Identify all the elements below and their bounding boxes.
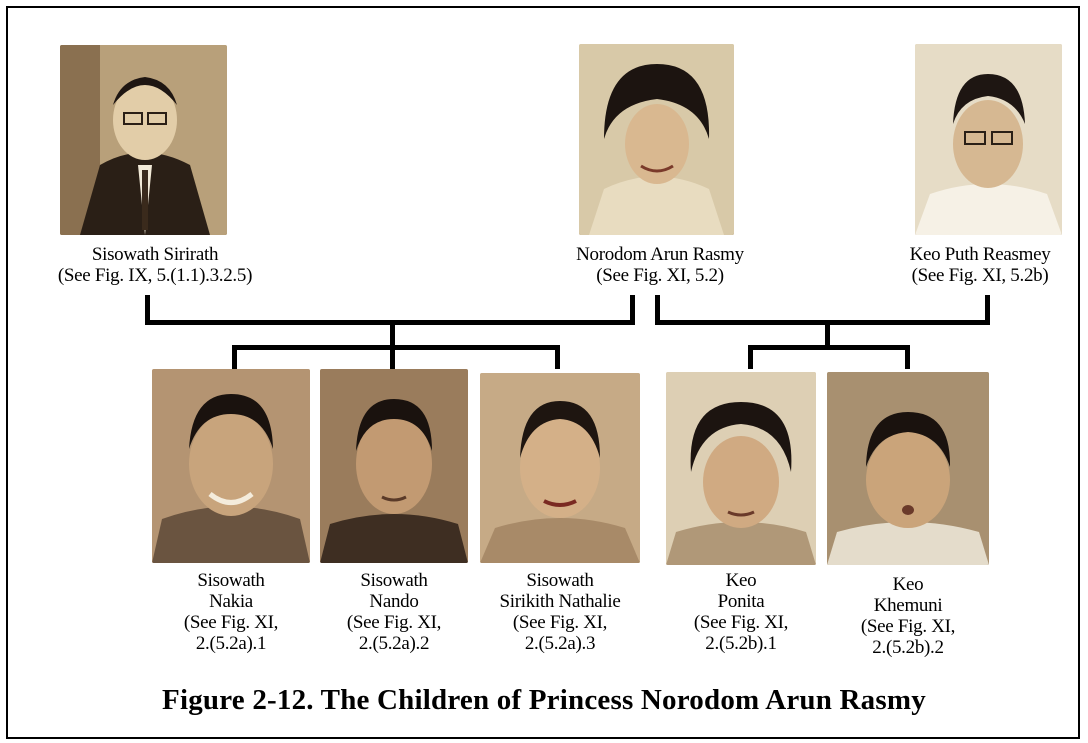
child-ref: (See Fig. XI, xyxy=(183,612,279,633)
child-family-name: Keo xyxy=(892,574,924,595)
child-ref: (See Fig. XI, xyxy=(860,616,956,637)
parent-caption-sisowath-sirirath: Sisowath Sirirath (See Fig. IX, 5.(1.1).… xyxy=(20,244,290,286)
child-family-name: Sisowath xyxy=(360,570,428,591)
parent-name: Keo Puth Reasmey xyxy=(909,244,1051,265)
child-ref-code: 2.(5.2b).2 xyxy=(872,637,944,658)
child-given-name: Ponita xyxy=(717,591,765,612)
child-ref: (See Fig. XI, xyxy=(693,612,789,633)
child-ref: (See Fig. XI, xyxy=(512,612,608,633)
connector-line xyxy=(825,320,830,348)
connector-line xyxy=(390,345,395,369)
connector-line xyxy=(145,295,150,324)
child-given-name: Nakia xyxy=(209,591,253,612)
parent-ref: (See Fig. XI, 5.2) xyxy=(596,265,724,286)
parent-caption-norodom-arun-rasmy: Norodom Arun Rasmy (See Fig. XI, 5.2) xyxy=(545,244,775,286)
photo-keo-khemuni xyxy=(827,372,989,565)
child-given-name: Nando xyxy=(369,591,419,612)
child-given-name: Khemuni xyxy=(873,595,943,616)
child-caption-sisowath-sirikith-nathalie: Sisowath Sirikith Nathalie (See Fig. XI,… xyxy=(472,570,648,654)
child-caption-keo-khemuni: Keo Khemuni (See Fig. XI, 2.(5.2b).2 xyxy=(826,574,990,658)
child-ref-code: 2.(5.2a).2 xyxy=(358,633,430,654)
photo-sisowath-nakia xyxy=(152,369,310,563)
parent-name: Norodom Arun Rasmy xyxy=(576,244,744,265)
photo-sisowath-nando xyxy=(320,369,468,563)
connector-line xyxy=(985,295,990,324)
connector-line xyxy=(655,320,990,325)
connector-line xyxy=(555,345,560,369)
photo-keo-puth-reasmey xyxy=(915,44,1062,235)
child-ref: (See Fig. XI, xyxy=(346,612,442,633)
figure-frame xyxy=(6,6,1080,739)
connector-line xyxy=(390,320,395,348)
connector-line xyxy=(655,295,660,324)
parent-ref: (See Fig. IX, 5.(1.1).3.2.5) xyxy=(57,265,253,286)
parent-caption-keo-puth-reasmey: Keo Puth Reasmey (See Fig. XI, 5.2b) xyxy=(875,244,1085,286)
connector-line xyxy=(232,345,237,369)
photo-norodom-arun-rasmy xyxy=(579,44,734,235)
child-caption-sisowath-nando: Sisowath Nando (See Fig. XI, 2.(5.2a).2 xyxy=(314,570,474,654)
connector-line xyxy=(748,345,910,350)
photo-sisowath-sirirath xyxy=(60,45,227,235)
connector-line xyxy=(748,345,753,369)
child-ref-code: 2.(5.2b).1 xyxy=(705,633,777,654)
child-given-name: Sirikith Nathalie xyxy=(499,591,621,612)
figure-title: Figure 2-12. The Children of Princess No… xyxy=(162,684,926,716)
connector-line xyxy=(630,295,635,324)
photo-keo-ponita xyxy=(666,372,816,565)
parent-ref: (See Fig. XI, 5.2b) xyxy=(911,265,1049,286)
child-caption-keo-ponita: Keo Ponita (See Fig. XI, 2.(5.2b).1 xyxy=(661,570,821,654)
parent-name: Sisowath Sirirath xyxy=(91,244,219,265)
connector-line xyxy=(232,345,560,350)
child-ref-code: 2.(5.2a).1 xyxy=(195,633,267,654)
child-family-name: Sisowath xyxy=(526,570,594,591)
child-family-name: Keo xyxy=(725,570,757,591)
connector-line xyxy=(905,345,910,369)
child-ref-code: 2.(5.2a).3 xyxy=(524,633,596,654)
photo-sisowath-sirikith-nathalie xyxy=(480,373,640,563)
child-family-name: Sisowath xyxy=(197,570,265,591)
child-caption-sisowath-nakia: Sisowath Nakia (See Fig. XI, 2.(5.2a).1 xyxy=(151,570,311,654)
